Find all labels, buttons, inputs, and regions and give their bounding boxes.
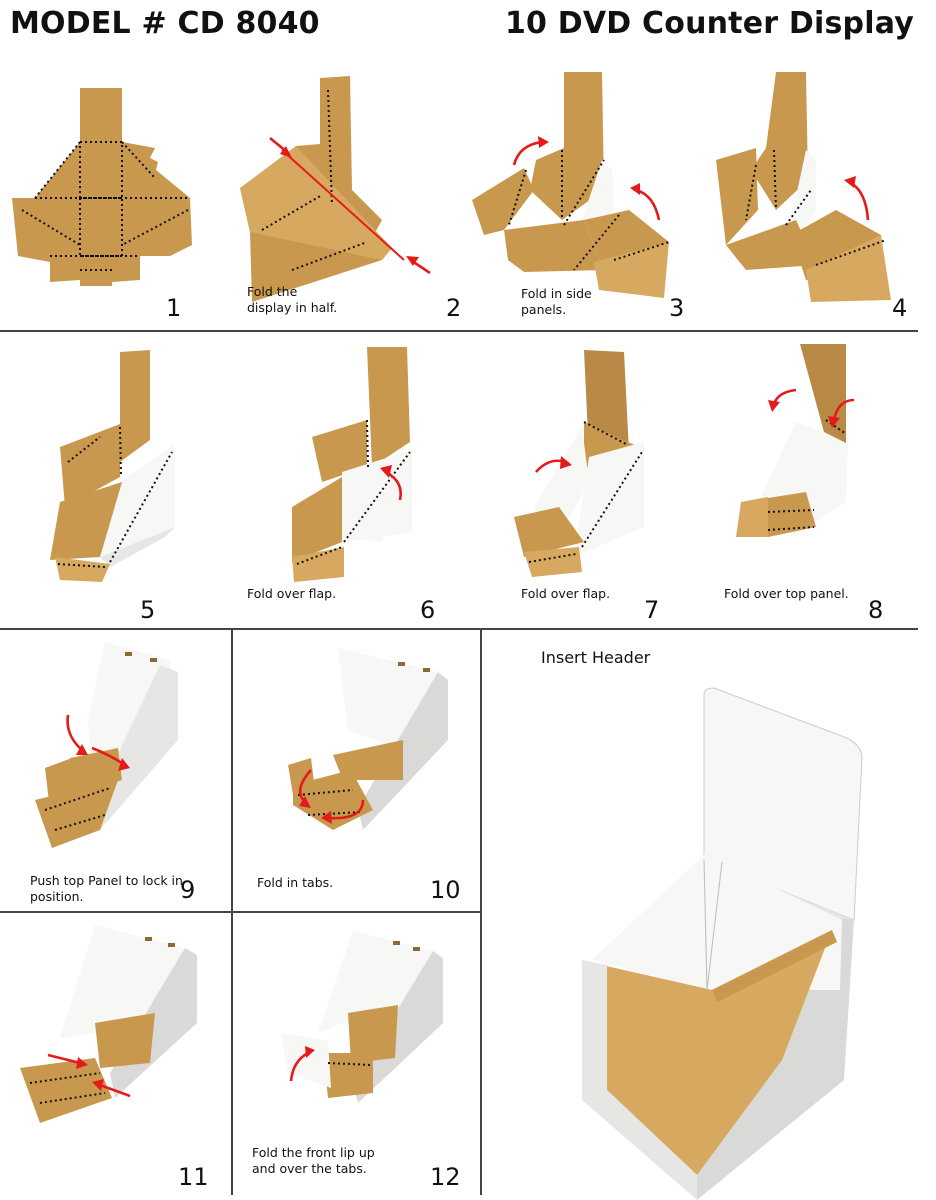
step-7-panel: Fold over flap. 7 <box>464 332 694 628</box>
step-7-number: 7 <box>644 596 660 624</box>
step-8-number: 8 <box>868 596 884 624</box>
fold-top-panel-illustration <box>736 344 855 537</box>
step-3-number: 3 <box>669 294 685 322</box>
step-2-number: 2 <box>446 294 462 322</box>
column-divider-2 <box>480 630 482 1195</box>
step-10-panel: Fold in tabs. 10 <box>233 630 479 910</box>
fold-front-lip-illustration <box>281 931 443 1103</box>
row-divider-1 <box>0 330 918 332</box>
step-2-panel: Fold the display in half. 2 <box>232 70 464 330</box>
step-5-panel: 5 <box>0 332 230 628</box>
step-2-caption: Fold the display in half. <box>247 284 338 315</box>
step-1-number: 1 <box>166 294 182 322</box>
step-10-number: 10 <box>430 876 461 904</box>
fold-flap-illustration <box>292 347 412 582</box>
column-divider-1 <box>231 630 233 1195</box>
step-1-panel: 1 <box>0 70 230 330</box>
step-5-number: 5 <box>140 596 156 624</box>
step-11-panel: 11 <box>0 913 230 1200</box>
step-7-caption: Fold over flap. <box>521 586 611 601</box>
step-9-number: 9 <box>180 876 196 904</box>
lock-top-panel-illustration <box>35 642 178 848</box>
step-8-caption: Fold over top panel. <box>724 586 849 601</box>
step-10-caption: Fold in tabs. <box>257 875 334 890</box>
fold-in-half-illustration <box>240 76 431 302</box>
step-9-caption: Push top Panel to lock in position. <box>30 873 183 904</box>
side-panel-folded-illustration <box>716 72 891 302</box>
step-4-panel: 4 <box>696 70 918 330</box>
step-11-number: 11 <box>178 1163 209 1191</box>
row-divider-3 <box>0 911 480 913</box>
model-number-title: MODEL # CD 8040 <box>10 6 320 41</box>
fold-in-tabs-illustration <box>288 648 448 830</box>
step-3-panel: Fold in side panels. 3 <box>464 70 694 330</box>
final-assembly-panel: Insert Header <box>482 630 918 1200</box>
insert-header-label: Insert Header <box>541 648 651 667</box>
step-12-caption: Fold the front lip up and over the tabs. <box>252 1145 375 1176</box>
tabs-folded-illustration <box>20 925 197 1123</box>
step-8-panel: Fold over top panel. 8 <box>696 332 918 628</box>
partly-assembled-tray-illustration <box>50 350 175 582</box>
step-12-panel: Fold the front lip up and over the tabs.… <box>233 913 479 1200</box>
step-6-caption: Fold over flap. <box>247 586 337 601</box>
assembled-display-illustration <box>582 687 863 1200</box>
step-6-number: 6 <box>420 596 436 624</box>
step-9-panel: Push top Panel to lock in position. 9 <box>0 630 230 910</box>
step-3-caption: Fold in side panels. <box>521 286 592 317</box>
fold-second-flap-illustration <box>514 350 644 577</box>
flat-blank-illustration <box>12 88 192 286</box>
step-12-number: 12 <box>430 1163 461 1191</box>
product-title: 10 DVD Counter Display <box>504 6 914 41</box>
row-divider-2 <box>0 628 918 630</box>
step-6-panel: Fold over flap. 6 <box>232 332 464 628</box>
step-4-number: 4 <box>892 294 908 322</box>
fold-side-panels-illustration <box>472 72 670 298</box>
